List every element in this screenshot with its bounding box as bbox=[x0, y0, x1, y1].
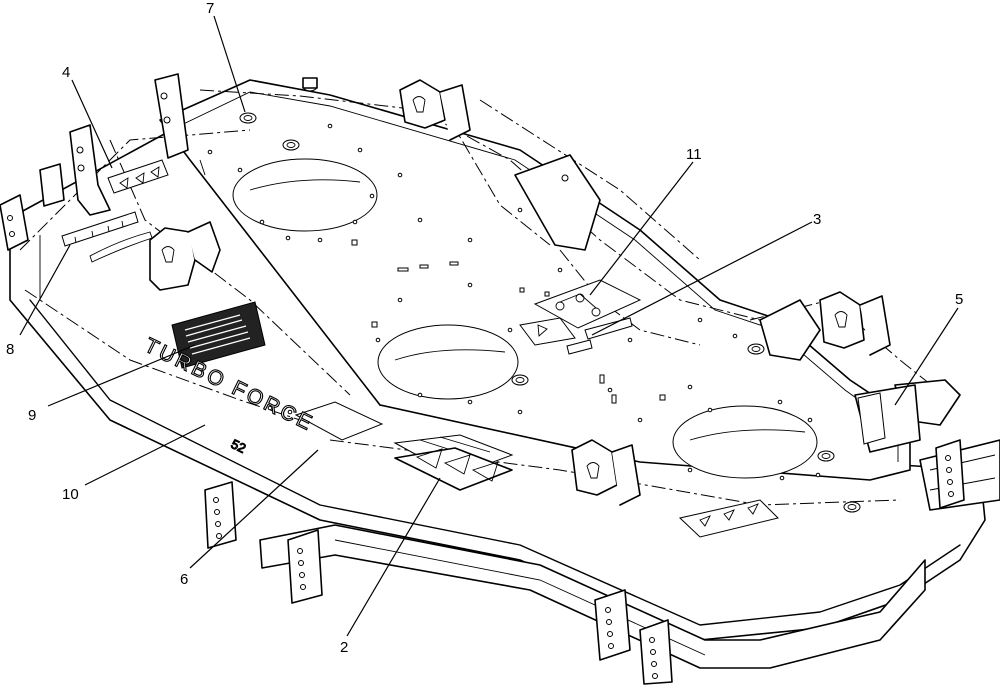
fastener-holes bbox=[207, 123, 821, 481]
callout-10: 10 bbox=[62, 486, 79, 503]
height-adjust-brackets bbox=[149, 79, 891, 506]
callout-3: 3 bbox=[813, 211, 821, 228]
callout-9: 9 bbox=[28, 407, 36, 424]
callout-7: 7 bbox=[206, 0, 214, 17]
front-hanger-brackets bbox=[204, 439, 965, 685]
blade-openings bbox=[232, 158, 818, 479]
spindle-caps bbox=[239, 77, 861, 513]
rear-left-brackets bbox=[0, 73, 189, 251]
stencil-size: 52 bbox=[229, 436, 249, 456]
decal-9-warning bbox=[171, 301, 266, 369]
decal-5-label bbox=[857, 392, 886, 445]
decal-2-triangles bbox=[393, 434, 514, 491]
decal-4-arrows bbox=[107, 159, 169, 194]
decal-arrows-right bbox=[678, 499, 779, 538]
decal-8-height-scale bbox=[61, 211, 153, 263]
callouts: 7 4 11 3 5 8 9 10 6 2 bbox=[6, 0, 963, 656]
callout-8: 8 bbox=[6, 341, 14, 358]
decal-6-label bbox=[294, 401, 384, 441]
callout-5: 5 bbox=[955, 291, 963, 308]
leader-lines bbox=[19, 15, 959, 637]
callout-4: 4 bbox=[62, 64, 70, 81]
callout-6: 6 bbox=[180, 571, 188, 588]
decal-11-belt-routing bbox=[519, 279, 642, 355]
callout-2: 2 bbox=[340, 639, 348, 656]
callout-11: 11 bbox=[686, 146, 702, 163]
